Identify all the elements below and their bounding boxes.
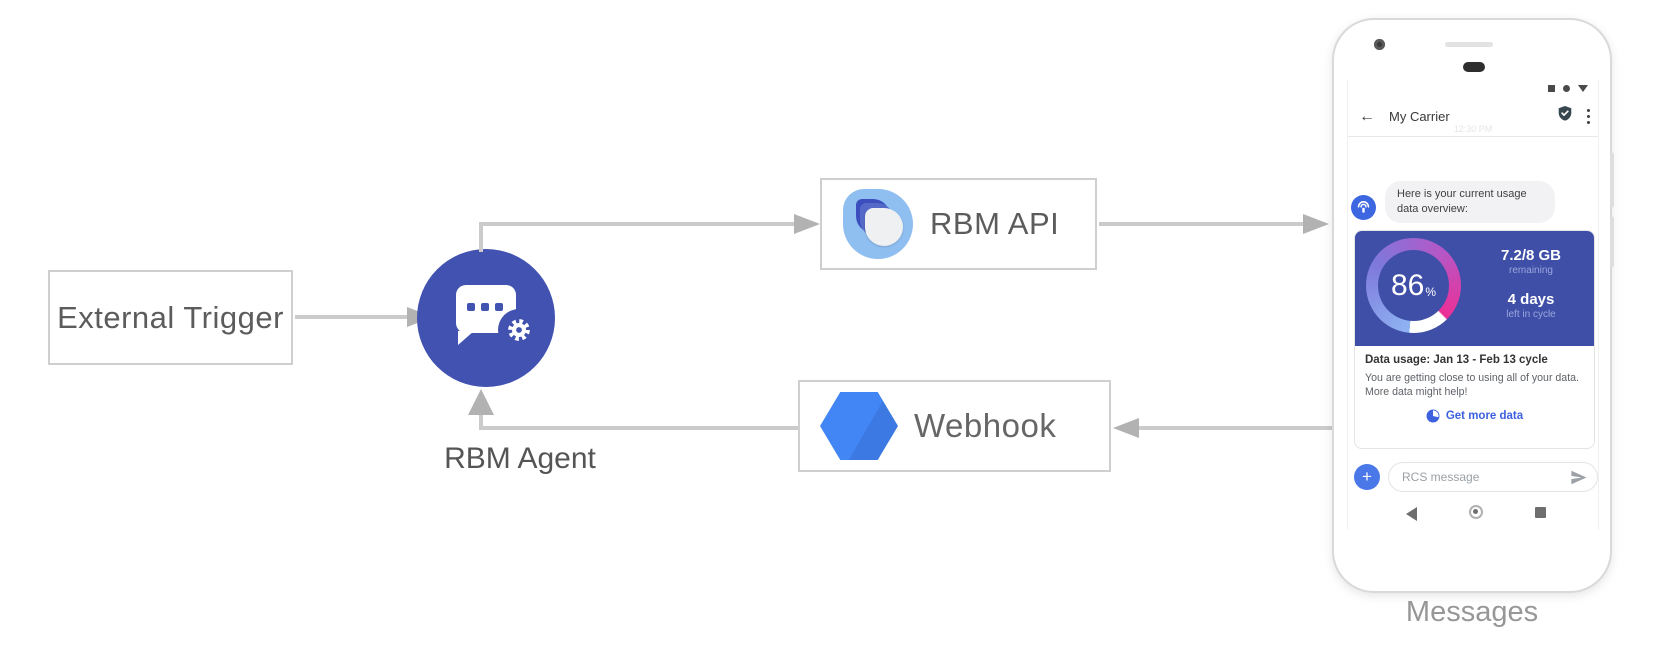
get-more-data-action[interactable]: Get more data xyxy=(1355,409,1594,423)
status-signal-icon xyxy=(1578,85,1588,92)
nav-recent-icon[interactable] xyxy=(1535,507,1546,518)
rcs-message-input[interactable] xyxy=(1402,464,1557,490)
get-more-data-label: Get more data xyxy=(1445,410,1524,422)
webhook-label: Webhook xyxy=(914,407,1057,444)
status-bar xyxy=(1548,85,1588,92)
android-nav-bar xyxy=(1348,504,1598,524)
usage-card-header: 86% 7.2/8 GB remaining 4 days left in cy… xyxy=(1355,231,1594,346)
attach-plus-button[interactable]: + xyxy=(1354,464,1380,490)
usage-card-title: Data usage: Jan 13 - Feb 13 cycle xyxy=(1365,354,1548,366)
agent-message-bubble: Here is your current usage data overview… xyxy=(1385,181,1555,223)
arrow-phone-to-webhook xyxy=(1139,426,1333,430)
usage-rich-card: 86% 7.2/8 GB remaining 4 days left in cy… xyxy=(1354,230,1595,449)
carrier-agent-avatar xyxy=(1351,195,1376,220)
rbm-agent-node xyxy=(417,249,555,387)
gear-icon xyxy=(498,309,540,351)
webhook-hexagon-icon xyxy=(820,392,898,460)
speaker-grille xyxy=(1445,42,1493,47)
arrow-webhook-to-agent-vertical xyxy=(479,413,483,430)
usage-card-body: You are getting close to using all of yo… xyxy=(1365,372,1579,398)
phone-mockup: ← My Carrier 12:30 PM xyxy=(1332,18,1614,593)
usage-gauge: 86% xyxy=(1366,238,1461,333)
arrowhead-agent-to-api xyxy=(794,214,820,234)
arrow-api-to-phone xyxy=(1099,222,1305,226)
conversation-header: ← My Carrier xyxy=(1348,97,1598,137)
overflow-menu-icon[interactable] xyxy=(1586,108,1590,125)
earpiece xyxy=(1463,62,1485,72)
verified-shield-icon[interactable] xyxy=(1557,105,1573,128)
volume-button[interactable] xyxy=(1610,216,1614,268)
rbm-api-node: RBM API xyxy=(820,178,1097,270)
external-trigger-node: External Trigger xyxy=(48,270,293,365)
nav-back-icon[interactable] xyxy=(1406,507,1417,521)
rbm-api-logo-icon xyxy=(842,188,914,260)
cycle-days-label: left in cycle xyxy=(1506,309,1556,320)
power-button[interactable] xyxy=(1610,152,1614,208)
chat-dots-icon xyxy=(467,303,503,311)
arrowhead-phone-to-webhook xyxy=(1113,418,1139,438)
arrow-agent-to-api-horizontal xyxy=(479,222,794,226)
rbm-api-label: RBM API xyxy=(930,206,1060,241)
message-timestamp: 12:30 PM xyxy=(1453,124,1493,134)
rbm-agent-label: RBM Agent xyxy=(444,442,596,475)
external-trigger-label: External Trigger xyxy=(57,299,284,335)
get-more-data-icon xyxy=(1426,409,1440,423)
arrow-agent-to-api-vertical xyxy=(479,222,483,252)
data-remaining-label: remaining xyxy=(1509,265,1553,276)
send-icon[interactable] xyxy=(1569,468,1588,492)
messages-caption: Messages xyxy=(1405,596,1539,628)
message-composer xyxy=(1388,462,1598,492)
nav-home-icon[interactable] xyxy=(1469,505,1483,519)
usage-percent: 86 xyxy=(1390,268,1425,302)
arrowhead-webhook-to-agent xyxy=(468,389,494,415)
arrow-webhook-to-agent-horizontal xyxy=(479,426,798,430)
back-arrow-icon[interactable]: ← xyxy=(1359,107,1375,125)
arrow-trigger-to-agent xyxy=(295,315,407,319)
usage-percent-unit: % xyxy=(1425,284,1437,299)
front-camera xyxy=(1374,39,1385,50)
status-square-icon xyxy=(1548,85,1555,92)
arrowhead-api-to-phone xyxy=(1303,214,1329,234)
data-remaining-value: 7.2/8 GB xyxy=(1500,247,1562,264)
status-dot-icon xyxy=(1563,85,1570,92)
agent-message-text: Here is your current usage data overview… xyxy=(1397,188,1527,215)
conversation-title: My Carrier xyxy=(1389,109,1450,124)
cycle-days-value: 4 days xyxy=(1507,291,1555,308)
phone-screen: ← My Carrier 12:30 PM xyxy=(1347,80,1599,530)
webhook-node: Webhook xyxy=(798,380,1111,472)
